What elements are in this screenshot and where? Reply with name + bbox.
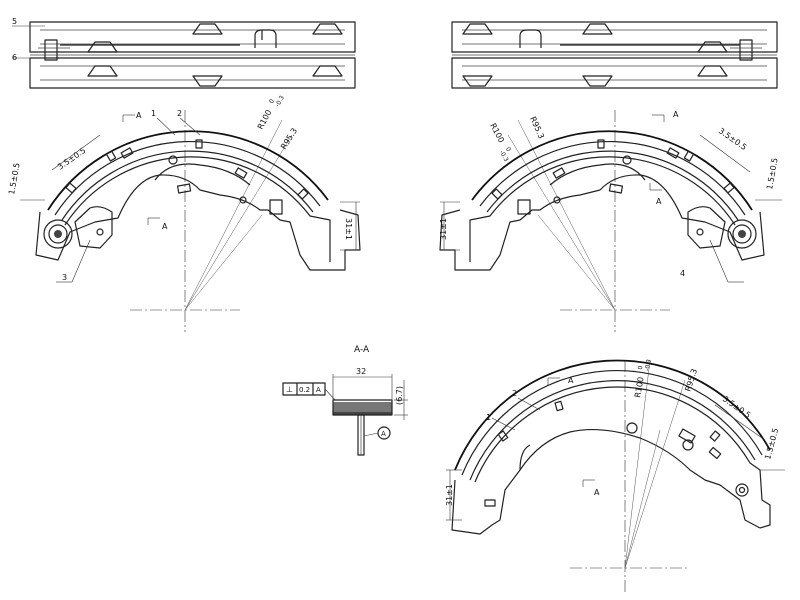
part-label-3: 3 — [62, 273, 67, 282]
shoe-right: A A 4 R100 0 -0.3 R95.3 3.5±0.5 1.5±0.5 … — [439, 110, 782, 332]
dim-1.5-right: 1.5±0.5 — [765, 157, 779, 190]
part-label-2-left: 2 — [177, 109, 182, 118]
svg-text:-0.3: -0.3 — [644, 359, 653, 372]
svg-text:-0.3: -0.3 — [498, 149, 510, 163]
datum-a-circle: A — [381, 430, 386, 438]
tol-ref: A — [316, 386, 321, 394]
radius-outer-right: R100 — [488, 122, 506, 145]
radius-outer-left: R100 — [256, 108, 274, 131]
section-a-a: A-A ⊥ 0.2 A 32 (6.7) A — [282, 345, 408, 456]
part-label-1-bottom: 1 — [486, 413, 491, 422]
section-title: A-A — [354, 345, 370, 355]
part-label-2-bottom: 2 — [512, 389, 517, 398]
radius-outer-bottom: R100 — [633, 376, 645, 398]
section-marker-a-bottom-bottom: A — [594, 488, 600, 497]
part-label-4: 4 — [680, 269, 685, 278]
dim-3.5-bottom: 3.5±0.5 — [721, 394, 753, 420]
svg-text:-0.3: -0.3 — [274, 94, 286, 108]
section-marker-a-right-bottom: A — [656, 197, 662, 206]
top-view-right — [451, 21, 778, 89]
svg-text:0: 0 — [637, 365, 645, 370]
tol-value: 0.2 — [299, 386, 310, 394]
part-label-1-left: 1 — [151, 109, 156, 118]
dim-1.5-left: 1.5±0.5 — [7, 162, 21, 195]
dim-31-right: 31±1 — [439, 218, 448, 240]
section-marker-a-right-top: A — [673, 110, 679, 119]
svg-text:0: 0 — [268, 98, 276, 105]
tol-symbol: ⊥ — [286, 385, 293, 394]
part-label-5: 5 — [12, 17, 17, 26]
svg-text:0: 0 — [504, 146, 512, 153]
radius-inner-left: R95.3 — [279, 126, 299, 151]
dim-32: 32 — [356, 367, 366, 376]
dim-3.5-left: 3.5±0.5 — [56, 146, 88, 172]
section-marker-a-bottom-top: A — [568, 376, 574, 385]
dim-6.7: (6.7) — [395, 386, 404, 405]
part-label-6: 6 — [12, 53, 17, 62]
top-view-left: 5 6 — [12, 17, 356, 89]
shoe-left: A A 1 2 3 R100 0 -0.3 R95.3 3.5±0.5 1.5±… — [7, 94, 361, 332]
dim-31-left: 31±1 — [344, 218, 353, 240]
shoe-bottom: A A 2 1 R100 0 -0.3 R95.3 3.5±0.5 1.5±0.… — [445, 359, 785, 595]
section-marker-a-left-top: A — [136, 111, 142, 120]
radius-inner-right: R95.3 — [528, 115, 546, 140]
dim-31-bottom: 31±1 — [445, 484, 454, 506]
section-marker-a-left-bottom: A — [162, 222, 168, 231]
dim-3.5-right: 3.5±0.5 — [717, 126, 749, 152]
